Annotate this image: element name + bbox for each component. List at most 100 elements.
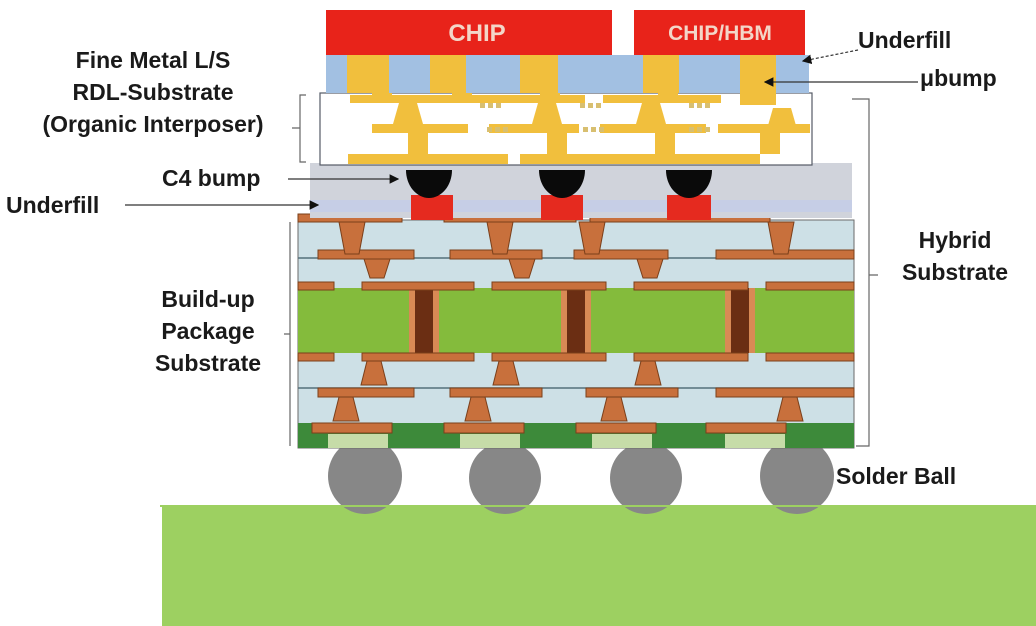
rdl-trace bbox=[718, 124, 810, 133]
rdl-label-line: Fine Metal L/S bbox=[75, 47, 231, 73]
underfill-top-label: Underfill bbox=[858, 27, 952, 53]
solder-ball bbox=[610, 442, 682, 514]
rdl-dummy-fill bbox=[495, 127, 500, 132]
copper-pad bbox=[449, 387, 543, 398]
rdl-trace bbox=[489, 124, 579, 133]
hybrid-label-line: Hybrid bbox=[918, 227, 992, 253]
core-vias bbox=[409, 288, 755, 353]
rdl-via bbox=[547, 133, 567, 154]
rdl-dummy-fill bbox=[496, 103, 501, 108]
underfill-ubump-layer bbox=[326, 55, 809, 93]
copper-via bbox=[332, 396, 360, 422]
rdl-trace bbox=[350, 95, 454, 103]
copper-pad bbox=[715, 387, 855, 398]
copper-via bbox=[600, 396, 628, 422]
c4-bump bbox=[406, 170, 452, 198]
copper-via bbox=[360, 360, 388, 386]
copper-pad bbox=[317, 387, 415, 398]
buildup-label-line: Package bbox=[161, 318, 255, 344]
chip-hbm-die bbox=[634, 10, 805, 55]
rdl-via bbox=[393, 103, 423, 124]
copper-pad bbox=[443, 422, 525, 434]
copper-via bbox=[492, 360, 520, 386]
rdl-via bbox=[372, 93, 392, 101]
copper-pad bbox=[311, 422, 393, 434]
c4-bump bbox=[666, 170, 712, 198]
rdl-via bbox=[540, 93, 560, 101]
copper-via bbox=[578, 221, 606, 255]
copper-pad bbox=[573, 249, 669, 260]
rdl-trace bbox=[600, 124, 706, 133]
copper-via bbox=[508, 258, 536, 279]
copper-via bbox=[634, 360, 662, 386]
c4-bumps bbox=[406, 170, 712, 220]
rdl-via bbox=[760, 133, 780, 154]
rdl-dummy-fill bbox=[487, 127, 492, 132]
copper-pad bbox=[765, 281, 855, 291]
rdl-trace bbox=[447, 95, 585, 103]
copper-via bbox=[636, 258, 664, 279]
buildup-label-line: Build-up bbox=[161, 286, 255, 312]
rdl-dummy-fill bbox=[480, 103, 485, 108]
copper-via bbox=[464, 396, 492, 422]
hybrid-substrate-label: Hybrid Substrate bbox=[880, 224, 1030, 288]
rdl-trace bbox=[372, 124, 468, 133]
rdl-via bbox=[636, 103, 666, 124]
rdl-via bbox=[408, 133, 428, 154]
rdl-bracket bbox=[292, 94, 306, 163]
solder-balls bbox=[328, 438, 834, 514]
hybrid-label-line: Substrate bbox=[901, 259, 1009, 285]
rdl-trace bbox=[348, 154, 508, 164]
copper-pad bbox=[297, 281, 335, 291]
chip-die bbox=[326, 10, 612, 55]
copper-pad bbox=[765, 352, 855, 362]
copper-via bbox=[776, 396, 804, 422]
copper-via bbox=[767, 221, 795, 255]
c4-pad bbox=[541, 195, 583, 220]
rdl-dummy-fill bbox=[705, 103, 710, 108]
rdl-via bbox=[532, 103, 562, 124]
buildup-substrate-label: Build-up Package Substrate bbox=[128, 283, 288, 379]
copper-via bbox=[338, 221, 366, 255]
rdl-dummy-fill bbox=[583, 127, 588, 132]
rdl-trace bbox=[520, 154, 760, 164]
rdl-dummy-fill bbox=[596, 103, 601, 108]
c4-bump-label: C4 bump bbox=[162, 165, 261, 191]
rdl-dummy-fill bbox=[580, 103, 585, 108]
copper-pad bbox=[705, 422, 787, 434]
chip-hbm-label: CHIP/HBM bbox=[668, 22, 772, 45]
rdl-interposer bbox=[319, 92, 813, 166]
underfill-top-arrow bbox=[801, 49, 859, 65]
rdl-dummy-fill bbox=[697, 127, 702, 132]
copper-via bbox=[363, 258, 391, 279]
c4-pad bbox=[667, 195, 711, 220]
copper-pad bbox=[633, 281, 749, 291]
copper-pad bbox=[633, 352, 749, 362]
buildup-label-line: Substrate bbox=[154, 350, 262, 376]
rdl-dummy-fill bbox=[689, 127, 694, 132]
rdl-dummy-fill bbox=[488, 103, 493, 108]
rdl-via bbox=[658, 93, 678, 101]
rdl-substrate-label: Fine Metal L/S RDL-Substrate (Organic In… bbox=[0, 44, 306, 140]
rdl-dummy-fill bbox=[697, 103, 702, 108]
rdl-dummy-fill bbox=[591, 127, 596, 132]
copper-pad bbox=[491, 352, 607, 362]
rdl-label-line: (Organic Interposer) bbox=[42, 111, 264, 137]
copper-pad bbox=[361, 352, 475, 362]
copper-pad bbox=[575, 422, 657, 434]
copper-pad bbox=[491, 281, 607, 291]
solder-ball bbox=[328, 438, 402, 514]
rdl-dummy-fill bbox=[503, 127, 508, 132]
copper-via bbox=[486, 221, 514, 255]
copper-pad bbox=[317, 249, 415, 260]
chip-label: CHIP bbox=[448, 20, 505, 47]
solder-ball-label: Solder Ball bbox=[836, 463, 957, 489]
rdl-dummy-fill bbox=[599, 127, 604, 132]
rdl-via bbox=[452, 93, 472, 101]
rdl-dummy-fill bbox=[705, 127, 710, 132]
solder-ball bbox=[469, 442, 541, 514]
buildup-bracket bbox=[284, 222, 291, 446]
underfill-left-label: Underfill bbox=[6, 192, 100, 218]
buildup-package-substrate bbox=[297, 213, 855, 449]
